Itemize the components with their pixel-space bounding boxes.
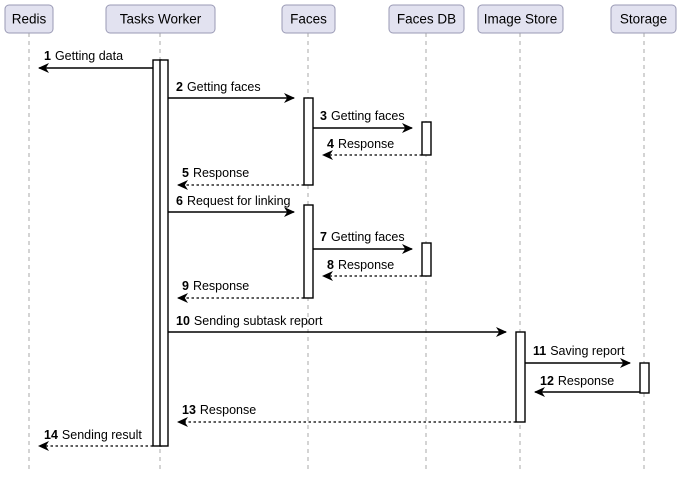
participant-box-redis[interactable] <box>4 4 54 34</box>
participant-redis[interactable]: Redis <box>4 4 54 34</box>
participant-label-faces: Faces <box>290 12 327 27</box>
participant-faces[interactable]: Faces <box>281 4 336 34</box>
message-text-10: Sending subtask report <box>194 314 323 328</box>
participant-image_store[interactable]: Image Store <box>477 4 564 34</box>
message-13: 13 Response <box>177 403 516 427</box>
message-3: 3 Getting faces <box>313 109 413 133</box>
message-label-12: 12 Response <box>540 374 614 388</box>
message-text-8: Response <box>338 258 394 272</box>
message-4: 4 Response <box>322 137 422 160</box>
message-text-14: Sending result <box>62 428 142 442</box>
message-text-12: Response <box>558 374 614 388</box>
activation-bar-faces_db <box>421 121 432 156</box>
message-number-7: 7 <box>320 230 327 244</box>
message-text-1: Getting data <box>55 49 123 63</box>
message-number-5: 5 <box>182 166 189 180</box>
activation-bar-faces <box>303 204 314 299</box>
message-text-5: Response <box>193 166 249 180</box>
participant-label-faces_db: Faces DB <box>397 12 456 27</box>
message-text-11: Saving report <box>550 344 625 358</box>
participant-box-faces_db[interactable] <box>388 4 465 34</box>
message-label-8: 8 Response <box>327 258 394 272</box>
message-label-10: 10 Sending subtask report <box>176 314 323 328</box>
message-number-9: 9 <box>182 279 189 293</box>
message-5: 5 Response <box>177 166 304 190</box>
message-label-11: 11 Saving report <box>533 344 625 358</box>
message-9: 9 Response <box>177 279 304 303</box>
message-number-8: 8 <box>327 258 334 272</box>
message-label-13: 13 Response <box>182 403 256 417</box>
activations-group <box>152 59 650 447</box>
message-label-3: 3 Getting faces <box>320 109 405 123</box>
message-number-2: 2 <box>176 80 183 94</box>
message-number-1: 1 <box>44 49 51 63</box>
participant-storage[interactable]: Storage <box>610 4 677 34</box>
participant-label-tasks_worker: Tasks Worker <box>120 12 202 27</box>
message-number-13: 13 <box>182 403 196 417</box>
message-12: 12 Response <box>534 374 640 397</box>
message-10: 10 Sending subtask report <box>168 314 507 337</box>
message-label-4: 4 Response <box>327 137 394 151</box>
participant-faces_db[interactable]: Faces DB <box>388 4 465 34</box>
activation-bar-tasks_worker <box>159 59 169 447</box>
activation-bar-faces_db <box>421 242 432 277</box>
message-11: 11 Saving report <box>525 344 631 368</box>
message-text-2: Getting faces <box>187 80 261 94</box>
activation-bar-image_store <box>515 331 526 423</box>
message-text-7: Getting faces <box>331 230 405 244</box>
participant-tasks_worker[interactable]: Tasks Worker <box>105 4 216 34</box>
message-6: 6 Request for linking <box>168 194 295 217</box>
message-label-7: 7 Getting faces <box>320 230 405 244</box>
message-number-4: 4 <box>327 137 334 151</box>
activation-bar-storage <box>639 362 650 394</box>
participant-box-tasks_worker[interactable] <box>105 4 216 34</box>
message-number-11: 11 <box>533 344 546 358</box>
message-8: 8 Response <box>322 258 422 281</box>
participant-box-image_store[interactable] <box>477 4 564 34</box>
message-14: 14 Sending result <box>38 428 153 451</box>
participant-label-redis: Redis <box>12 12 47 27</box>
message-number-12: 12 <box>540 374 554 388</box>
lifelines-group <box>28 33 645 472</box>
participant-box-faces[interactable] <box>281 4 336 34</box>
message-text-3: Getting faces <box>331 109 405 123</box>
message-text-13: Response <box>200 403 256 417</box>
message-label-1: 1 Getting data <box>44 49 123 63</box>
message-text-6: Request for linking <box>187 194 291 208</box>
participant-label-storage: Storage <box>620 12 667 27</box>
activation-bar-faces <box>303 97 314 186</box>
participants-group: Redis Tasks Worker Faces Faces DB Image Stor… <box>4 4 677 34</box>
message-number-10: 10 <box>176 314 190 328</box>
message-2: 2 Getting faces <box>168 80 295 103</box>
message-7: 7 Getting faces <box>313 230 413 254</box>
participant-box-storage[interactable] <box>610 4 677 34</box>
message-label-6: 6 Request for linking <box>176 194 291 208</box>
message-1: 1 Getting data <box>38 49 153 73</box>
message-label-5: 5 Response <box>182 166 249 180</box>
participant-label-image_store: Image Store <box>484 12 558 27</box>
message-label-2: 2 Getting faces <box>176 80 261 94</box>
message-label-14: 14 Sending result <box>44 428 142 442</box>
message-text-4: Response <box>338 137 394 151</box>
message-number-3: 3 <box>320 109 327 123</box>
message-number-6: 6 <box>176 194 183 208</box>
message-label-9: 9 Response <box>182 279 249 293</box>
message-number-14: 14 <box>44 428 58 442</box>
message-text-9: Response <box>193 279 249 293</box>
